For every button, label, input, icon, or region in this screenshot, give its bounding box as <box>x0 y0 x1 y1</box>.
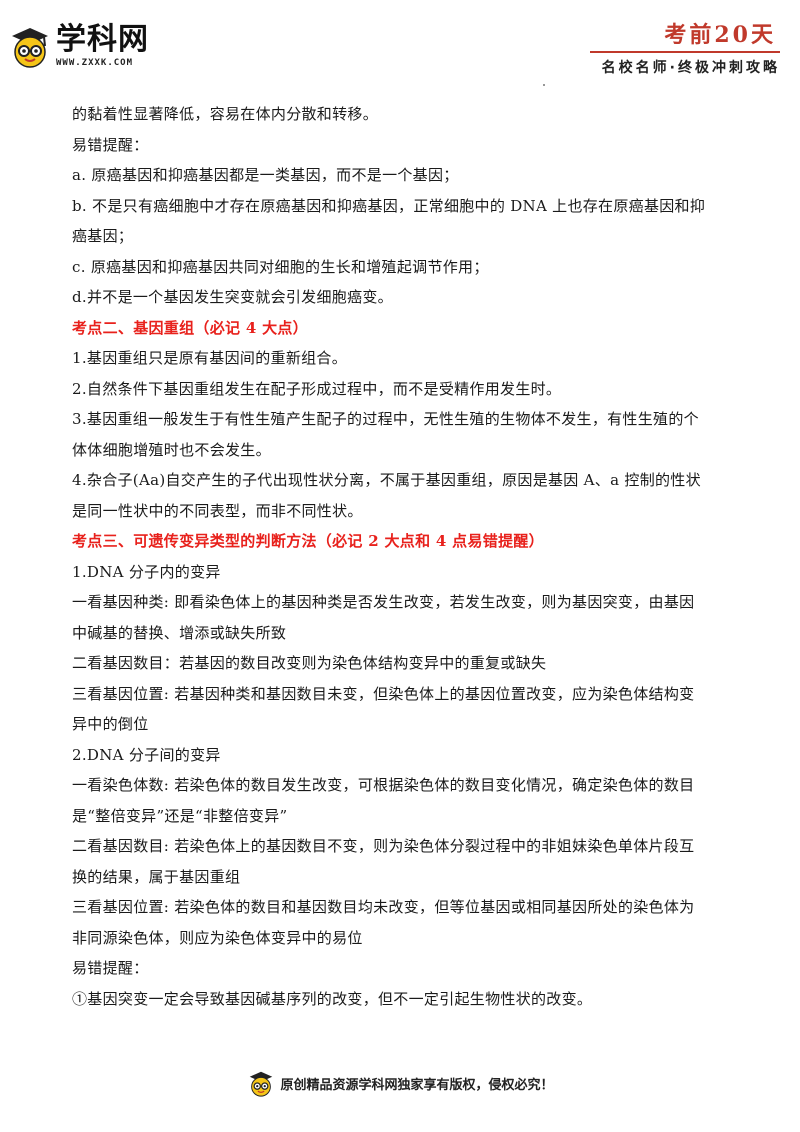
text-line: c. 原癌基因和抑癌基因共同对细胞的生长和增殖起调节作用； <box>72 257 489 276</box>
badge-subtitle: 名校名师·终极冲刺攻略 <box>601 60 780 76</box>
page-footer: 原创精品资源学科网独家享有版权，侵权必究！ <box>0 1068 800 1098</box>
mascot-icon <box>12 28 48 68</box>
text-line: 中碱基的替换、增添或缺失所致 <box>72 623 287 642</box>
text-line: 易错提醒： <box>72 959 149 977</box>
text-line: 4.杂合子(Aa)自交产生的子代出现性状分离，不属于基因重组，原因是基因 A、a… <box>72 471 701 489</box>
text-line: 三看基因位置: 若染色体的数目和基因数目均未改变，但等位基因或相同基因所处的染色… <box>72 898 695 916</box>
text-line: 体体细胞增殖时也不会发生。 <box>72 440 271 459</box>
text-line: 癌基因； <box>72 227 134 245</box>
text-line: 异中的倒位 <box>72 715 149 733</box>
logo-name: 学科网 <box>56 22 149 57</box>
text-line: 2.自然条件下基因重组发生在配子形成过程中，而不是受精作用发生时。 <box>72 379 562 398</box>
text-line: 2.DNA 分子间的变异 <box>72 745 221 764</box>
stray-dot <box>543 84 545 86</box>
badge-title: 考前20天 <box>664 22 776 48</box>
text-line: d.并不是一个基因发生突变就会引发细胞癌变。 <box>72 288 393 306</box>
text-line: 二看基因数目：若基因的数目改变则为染色体结构变异中的重复或缺失 <box>72 654 547 672</box>
section-heading: 考点三、可遗传变异类型的判断方法（必记 2 大点和 4 点易错提醒） <box>72 532 544 550</box>
text-line: 3.基因重组一般发生于有性生殖产生配子的过程中，无性生殖的生物体不发生，有性生殖… <box>72 410 699 428</box>
text-line: 一看染色体数: 若染色体的数目发生改变，可根据染色体的数目变化情况，确定染色体的… <box>72 776 695 794</box>
text-line: ①基因突变一定会导致基因碱基序列的改变，但不一定引起生物性状的改变。 <box>72 989 593 1008</box>
page-header: 学科网 WWW.ZXXK.COM 考前20天 名校名师·终极冲刺攻略 <box>0 0 800 96</box>
text-line: 是“整倍变异”还是“非整倍变异” <box>72 806 288 825</box>
document-body: 的黏着性显著降低，容易在体内分散和转移。易错提醒： a. 原癌基因和抑癌基因都是一… <box>72 99 732 1014</box>
copyright-notice: 原创精品资源学科网独家享有版权，侵权必究！ <box>280 1077 554 1093</box>
logo-url: WWW.ZXXK.COM <box>56 58 134 68</box>
text-line: 1.基因重组只是原有基因间的重新组合。 <box>72 349 348 367</box>
text-line: 1.DNA 分子内的变异 <box>72 562 221 581</box>
text-line: 是同一性状中的不同表型，而非不同性状。 <box>72 501 363 520</box>
badge-divider <box>590 51 780 53</box>
text-line: 易错提醒： <box>72 135 149 154</box>
header-badge: 考前20天 名校名师·终极冲刺攻略 <box>590 22 780 77</box>
logo[interactable]: 学科网 WWW.ZXXK.COM <box>6 22 149 70</box>
section-heading: 考点二、基因重组（必记 4 大点） <box>72 318 308 337</box>
text-line: 一看基因种类: 即看染色体上的基因种类是否发生改变，若发生改变，则为基因突变，由… <box>72 593 695 611</box>
mascot-icon <box>250 1071 273 1097</box>
text-line: 三看基因位置: 若基因种类和基因数目未变，但染色体上的基因位置改变，应为染色体结… <box>72 684 695 703</box>
text-line: 换的结果，属于基因重组 <box>72 867 241 886</box>
text-line: 非同源染色体，则应为染色体变异中的易位 <box>72 928 363 947</box>
text-line: 的黏着性显著降低，容易在体内分散和转移。 <box>72 105 379 123</box>
text-line: 二看基因数目: 若染色体上的基因数目不变，则为染色体分裂过程中的非姐妹染色单体片… <box>72 837 695 855</box>
text-line: b. 不是只有癌细胞中才存在原癌基因和抑癌基因，正常细胞中的 DNA 上也存在原… <box>72 196 706 215</box>
text-line: a. 原癌基因和抑癌基因都是一类基因，而不是一个基因； <box>72 166 459 184</box>
